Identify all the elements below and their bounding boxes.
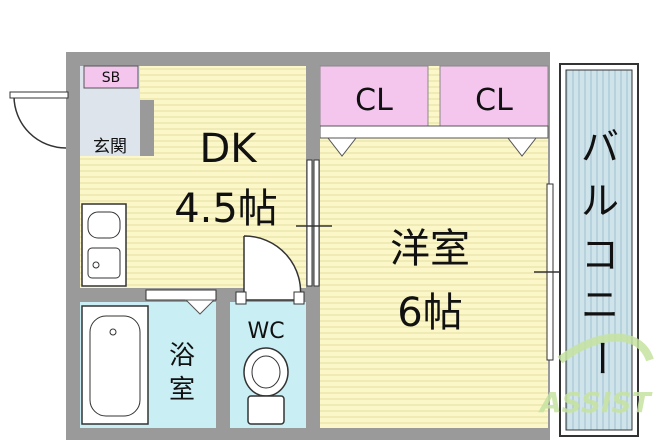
closet-door-mark-right [506,137,538,157]
shoe-box [83,65,139,89]
balcony-char-3: コ [581,233,619,277]
bath-label-2: 室 [169,375,195,405]
bath-label-1: 浴 [169,341,195,371]
shoe-box-label: SB [102,70,121,86]
entrance-door-swing [13,95,67,149]
western-size-label: 6帖 [397,290,462,336]
svg-text:ASSIST: ASSIST [538,386,653,419]
sliding-door-dk [306,159,313,287]
closet-right [439,65,549,127]
dk-label: DK [199,126,258,172]
entrance-label: 玄関 [93,137,127,157]
balcony-char-1: バ [581,125,619,169]
closet-right-label: CL [475,83,513,118]
closet-rail [319,125,549,139]
balcony-floor [565,69,633,431]
closet-door-mark-left [326,137,358,157]
closet-left-label: CL [355,83,393,118]
balcony-char-5: ー [579,339,623,377]
wall-dk-western [306,66,320,160]
toilet [243,347,289,425]
dk-size-label: 4.5帖 [174,186,278,232]
wall-bath-wc [216,302,230,428]
balcony-char-4: ニ [581,283,619,327]
wall-entrance [140,100,154,156]
wall-dk-western-lower [306,286,320,428]
western-label: 洋室 [390,226,470,272]
balcony-char-2: ル [581,179,619,223]
closet-left [319,65,429,127]
sliding-door-dk-2 [313,159,320,287]
wc-label: WC [247,319,284,344]
logo-mark: ASSIST [538,333,654,419]
